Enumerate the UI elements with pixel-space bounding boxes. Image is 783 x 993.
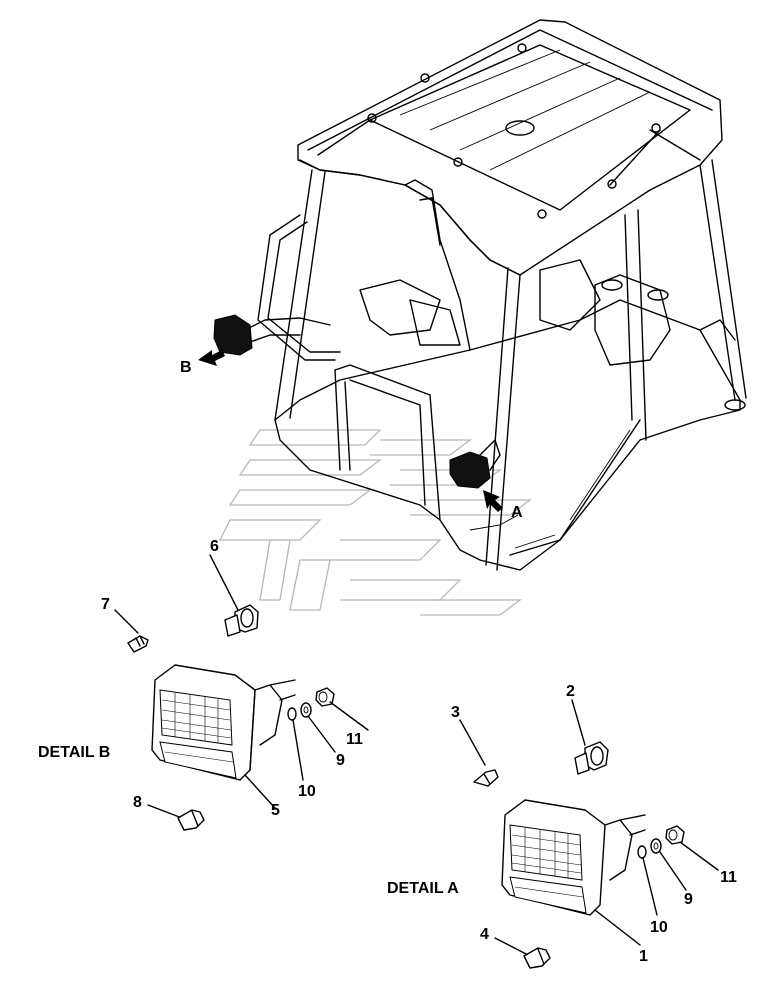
part-3-bulb: [459, 719, 499, 787]
callout-5: 5: [271, 802, 280, 819]
callout-6: 6: [210, 538, 219, 555]
callout-11-b: 11: [346, 731, 363, 748]
callout-11-a: 11: [720, 869, 737, 886]
callout-10-b: 10: [298, 783, 316, 800]
callout-1: 1: [639, 948, 648, 965]
detail-b-title: DETAIL B: [38, 744, 110, 761]
view-label-a: A: [511, 504, 523, 521]
callout-8: 8: [133, 794, 142, 811]
callout-10-a: 10: [650, 919, 668, 936]
arrow-b-icon: [198, 350, 225, 366]
arrow-a-icon: [483, 490, 503, 512]
callout-4: 4: [480, 926, 489, 943]
view-label-b: B: [180, 359, 192, 376]
part-7-bulb: [114, 609, 149, 653]
forklift-cab-drawing: [213, 19, 747, 571]
part-2-socket: [571, 699, 609, 775]
part-8-bulb: [147, 804, 205, 831]
detail-a-title: DETAIL A: [387, 880, 459, 897]
callout-7: 7: [101, 596, 110, 613]
part-6-socket: [209, 554, 259, 637]
callout-2: 2: [566, 683, 575, 700]
part-4-bulb: [494, 937, 551, 969]
detail-b-lamp: [151, 664, 369, 809]
callout-3: 3: [451, 704, 460, 721]
detail-a-lamp: [501, 799, 719, 946]
callout-9-b: 9: [336, 752, 345, 769]
callout-9-a: 9: [684, 891, 693, 908]
